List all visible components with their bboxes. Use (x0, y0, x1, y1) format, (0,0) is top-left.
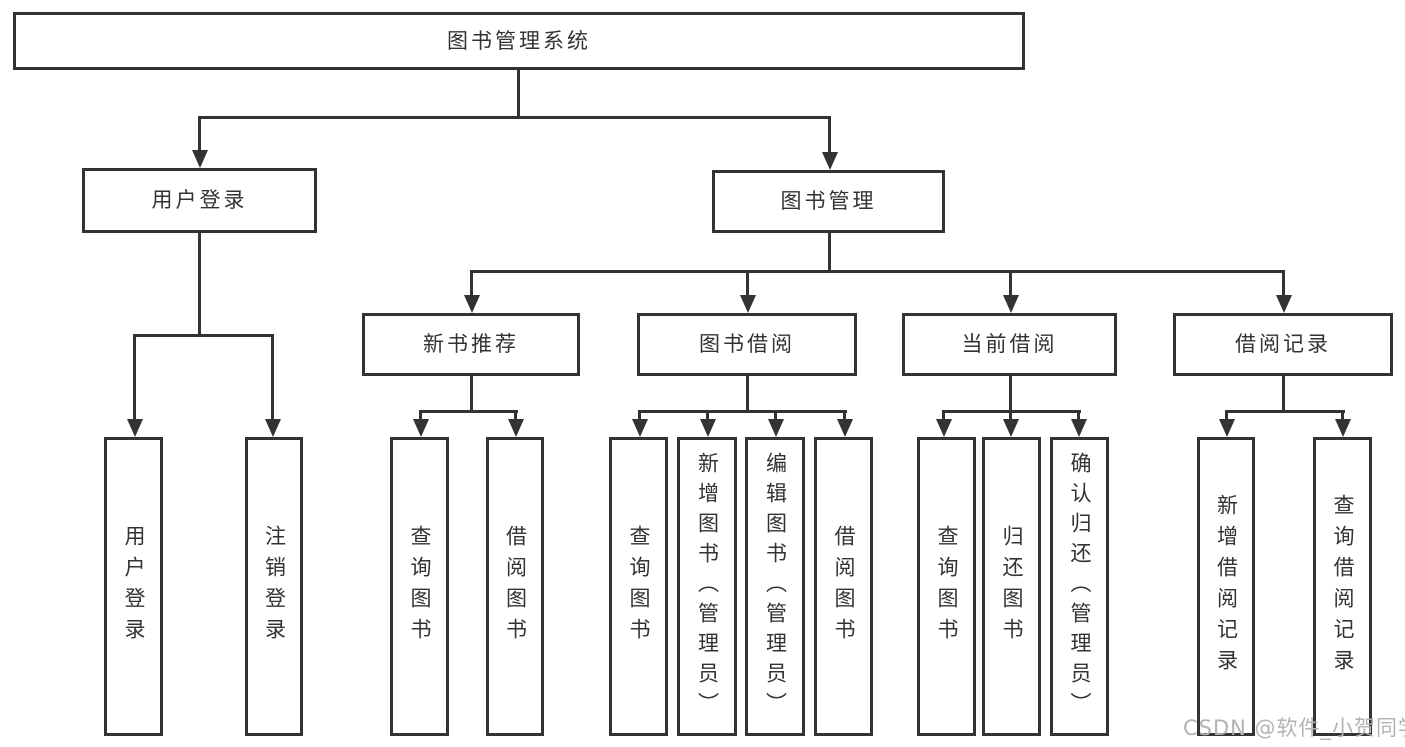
connector-book-borrow-stem (746, 376, 749, 413)
leaf-edit-books-admin: 编辑图书（管理员） (745, 437, 805, 736)
leaf-query-books-borrowing: 查询图书 (609, 437, 668, 736)
node-user-login-label: 用户登录 (151, 188, 248, 212)
arrow-to-leaf-add-book (706, 410, 709, 419)
node-new-book-recommend: 新书推荐 (362, 313, 580, 376)
node-borrowing-records-label: 借阅记录 (1235, 332, 1331, 356)
leaf-return-books: 归还图书 (982, 437, 1041, 736)
leaf-return-books-label: 归还图书 (1000, 524, 1024, 649)
node-current-borrowing-label: 当前借阅 (961, 332, 1058, 356)
arrow-to-user-login (198, 116, 201, 150)
connector-root-splitter (198, 116, 830, 119)
leaf-borrow-books-recommend-label: 借阅图书 (503, 524, 528, 649)
connector-book-mgmt-stem (828, 233, 831, 273)
connector-borrow-record-splitter (1225, 410, 1345, 413)
arrow-to-leaf-query2 (638, 410, 641, 419)
leaf-confirm-return-admin: 确认归还（管理员） (1050, 437, 1109, 736)
arrow-to-leaf-query1 (419, 410, 422, 419)
arrow-to-borrow-record (1282, 270, 1285, 295)
leaf-add-books-admin-label: 新增图书（管理员） (695, 451, 720, 722)
connector-borrow-record-stem (1282, 376, 1285, 413)
arrow-to-leaf-confirm (1077, 410, 1080, 419)
node-library-system: 图书管理系统 (13, 12, 1025, 70)
leaf-confirm-return-admin-label: 确认归还（管理员） (1068, 451, 1092, 722)
arrow-to-leaf-return (1009, 410, 1012, 419)
leaf-query-borrow-record: 查询借阅记录 (1313, 437, 1372, 736)
leaf-query-books-borrowing-label: 查询图书 (627, 524, 651, 649)
arrow-to-leaf-borrow2 (843, 410, 846, 419)
arrow-to-new-book-rec (470, 270, 473, 295)
node-user-login: 用户登录 (82, 168, 317, 233)
leaf-query-books-recommend-label: 查询图书 (408, 524, 432, 649)
leaf-query-books-current-label: 查询图书 (935, 524, 959, 649)
arrow-to-leaf-borrow1 (514, 410, 517, 419)
arrow-to-leaf-query-record (1341, 410, 1344, 419)
node-borrowing-records: 借阅记录 (1173, 313, 1393, 376)
arrow-to-book-mgmt (828, 116, 831, 152)
connector-root-stem (517, 70, 520, 118)
leaf-borrow-books-recommend: 借阅图书 (486, 437, 544, 736)
leaf-borrow-books-borrowing: 借阅图书 (814, 437, 873, 736)
connector-new-book-splitter (419, 410, 518, 413)
arrow-to-leaf-user-login (133, 334, 136, 419)
leaf-borrow-books-borrowing-label: 借阅图书 (832, 524, 856, 649)
node-book-management-label: 图书管理 (780, 189, 877, 213)
leaf-add-borrow-record: 新增借阅记录 (1197, 437, 1255, 736)
csdn-watermark: CSDN @软件_小贺同学 (1183, 716, 1405, 740)
node-current-borrowing: 当前借阅 (902, 313, 1117, 376)
arrow-to-leaf-logout (271, 334, 274, 419)
arrow-to-leaf-add-record (1225, 410, 1228, 419)
leaf-query-books-recommend: 查询图书 (390, 437, 449, 736)
node-book-borrowing: 图书借阅 (637, 313, 857, 376)
leaf-logout-login: 注销登录 (245, 437, 303, 736)
connector-user-login-stem (198, 233, 201, 337)
node-library-system-label: 图书管理系统 (447, 28, 591, 53)
leaf-user-login-label: 用户登录 (122, 524, 146, 649)
node-new-book-recommend-label: 新书推荐 (423, 332, 519, 356)
connector-book-mgmt-splitter (470, 270, 1285, 273)
arrow-to-leaf-query3 (942, 410, 945, 419)
connector-new-book-stem (470, 376, 473, 413)
node-book-management: 图书管理 (712, 170, 945, 233)
leaf-edit-books-admin-label: 编辑图书（管理员） (763, 451, 788, 722)
connector-book-borrow-splitter (638, 410, 847, 413)
leaf-logout-login-label: 注销登录 (262, 524, 287, 649)
leaf-add-books-admin: 新增图书（管理员） (677, 437, 737, 736)
node-book-borrowing-label: 图书借阅 (699, 332, 795, 356)
leaf-user-login: 用户登录 (104, 437, 163, 736)
leaf-add-borrow-record-label: 新增借阅记录 (1214, 493, 1239, 680)
connector-current-borrow-stem (1009, 376, 1012, 413)
leaf-query-borrow-record-label: 查询借阅记录 (1331, 493, 1355, 680)
connector-user-login-splitter (133, 334, 274, 337)
arrow-to-book-borrow (746, 270, 749, 295)
arrow-to-leaf-edit-book (774, 410, 777, 419)
arrow-to-current-borrow (1009, 270, 1012, 295)
leaf-query-books-current: 查询图书 (917, 437, 976, 736)
